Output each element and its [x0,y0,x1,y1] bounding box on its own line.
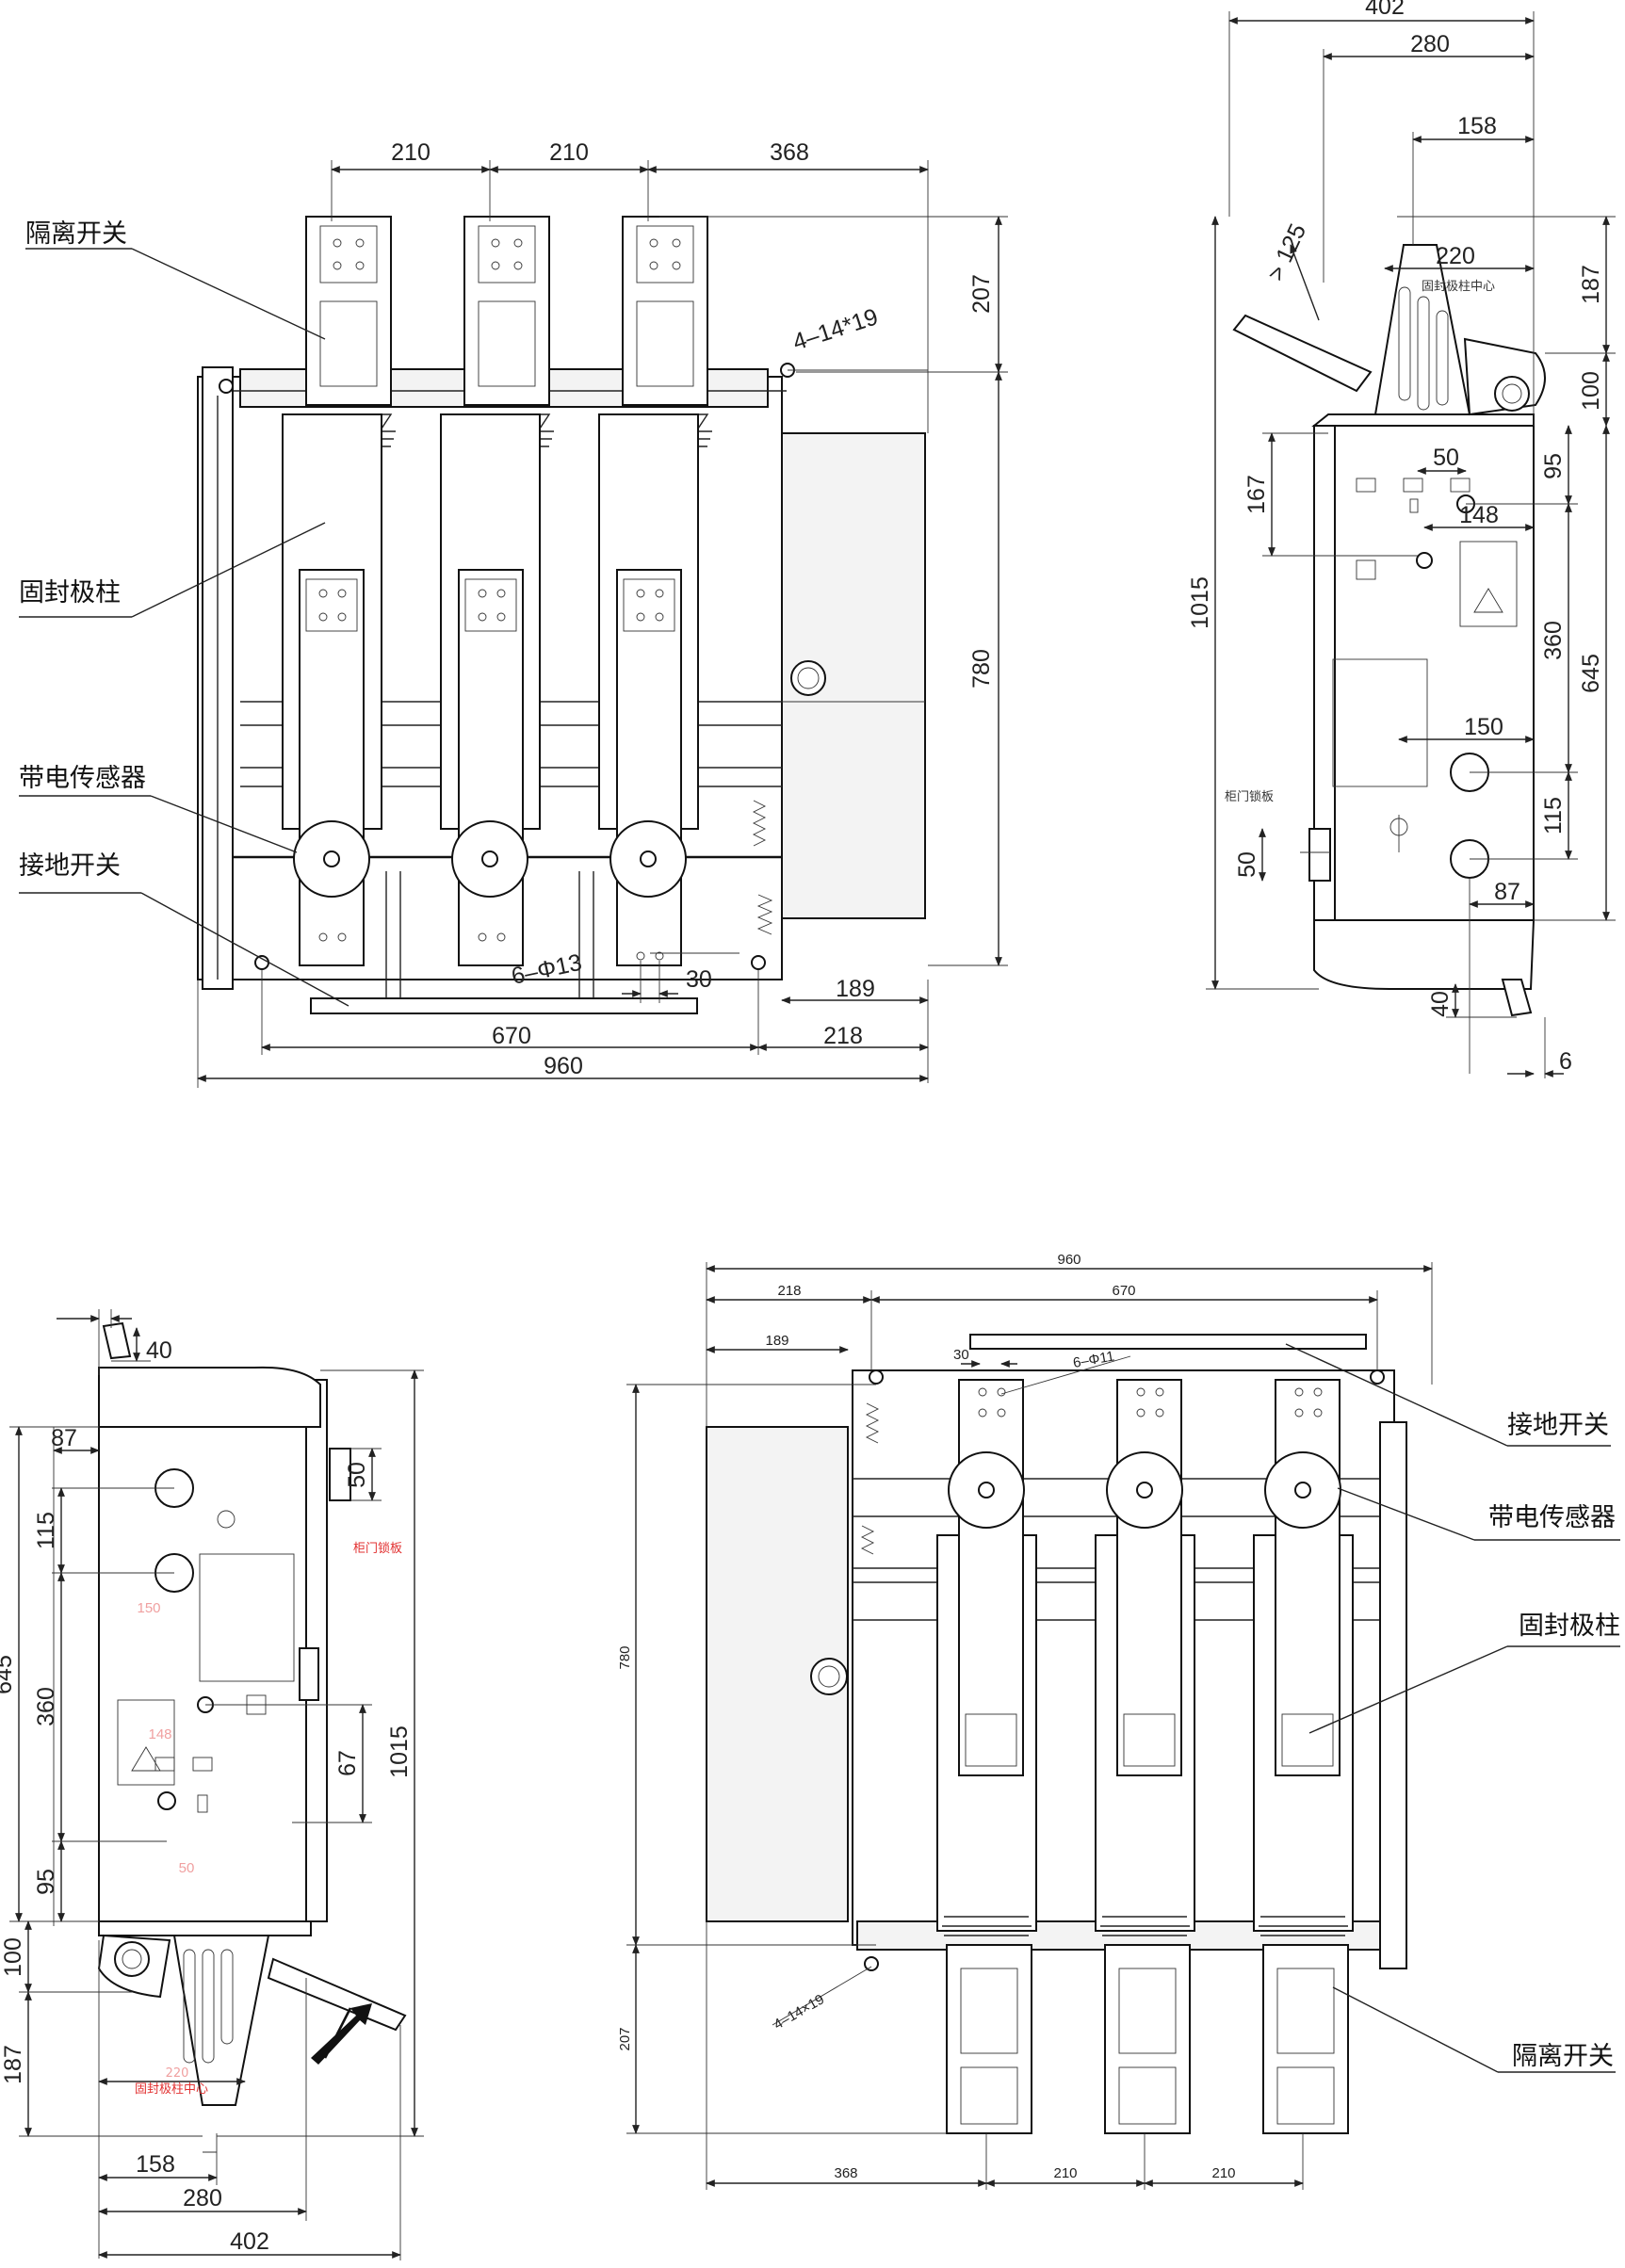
faint-50: 50 [179,1860,195,1876]
label-live-sensor-rear: 带电传感器 [1488,1503,1616,1532]
side-lever [1232,314,1373,393]
dim-side-220: 220 [1436,243,1475,269]
label-earthing-switch-rear: 接地开关 [1507,1411,1609,1440]
mirrored-dims: 40 87 50 柜门锁板 115 645 360 95 1015 [0,1309,424,2260]
front-callouts: 隔离开关 固封极柱 带电传感器 接地开关 [19,219,349,1007]
mirrored-panel-details [117,1448,351,1813]
side-door-lock-note: 柜门锁板 [1225,789,1274,804]
mirrored-pole-center-note: 固封极柱中心 [135,2082,208,2097]
front-pole-1 [282,216,396,966]
dim-rear-189: 189 [765,1333,788,1349]
dim-mirrored-187: 187 [0,2045,26,2084]
dim-side-40: 40 [1427,991,1454,1017]
dim-side-187: 187 [1578,265,1604,304]
dim-side-115: 115 [1540,797,1567,834]
dim-side-167: 167 [1243,475,1270,514]
rear-callouts: 接地开关 带电传感器 固封极柱 隔离开关 [1285,1343,1620,2073]
dim-front-218: 218 [823,1023,863,1049]
dim-side-95: 95 [1540,453,1567,479]
dim-side-50b: 50 [1234,851,1260,878]
dim-front-207: 207 [968,274,995,314]
dim-mirrored-67: 67 [334,1750,361,1776]
dim-side-1015: 1015 [1187,576,1213,629]
dim-mirrored-50: 50 [344,1462,370,1488]
motion-arrow-icon [311,2003,372,2065]
label-earthing-switch-front: 接地开关 [19,851,121,881]
dim-side-6: 6 [1559,1048,1572,1075]
dim-front-960: 960 [544,1053,583,1079]
dim-side-360: 360 [1540,621,1567,660]
dim-front-368: 368 [770,139,809,166]
dim-side-50a: 50 [1433,445,1459,471]
dim-side-150: 150 [1464,714,1503,740]
mirrored-lever [267,1957,407,2032]
dim-front-30: 30 [686,966,712,993]
dim-rear-960: 960 [1057,1252,1081,1268]
dim-rear-780: 780 [617,1645,633,1669]
rear-pole-3 [1253,1379,1354,2134]
dim-side-280: 280 [1410,31,1450,57]
front-earthing-bar [310,997,698,1014]
dim-side-125: > 125 [1262,219,1311,284]
side-view: 402 280 158 220 固封极柱中心 > 125 187 100 101… [1187,0,1616,1078]
dim-side-402: 402 [1365,0,1405,20]
dim-rear-218: 218 [777,1283,801,1299]
dim-side-645: 645 [1578,654,1604,693]
dim-side-100: 100 [1578,371,1604,411]
dim-mirrored-280: 280 [183,2185,222,2211]
front-view: 210 210 368 207 780 4–14*19 6–Φ13 30 189 [19,139,1008,1088]
dim-mirrored-100: 100 [0,1937,26,1977]
dim-rear-30: 30 [953,1347,969,1363]
mirrored-control-panel [98,1426,312,1922]
label-embedded-pole-front: 固封极柱 [19,578,121,608]
dim-rear-670: 670 [1112,1283,1135,1299]
dim-front-780: 780 [968,649,995,688]
rear-earthing-bar [969,1334,1367,1350]
dim-front-210a: 210 [391,139,431,166]
dim-mirrored-645: 645 [0,1655,17,1694]
dim-side-148: 148 [1459,502,1499,528]
dim-rear-210a: 210 [1053,2165,1077,2181]
dim-mirrored-40: 40 [146,1337,172,1364]
dim-front-210b: 210 [549,139,589,166]
faint-148: 148 [148,1726,171,1742]
dim-mirrored-87: 87 [51,1425,77,1451]
label-live-sensor-front: 带电传感器 [19,764,146,793]
dim-front-189: 189 [836,976,875,1002]
faint-220: 220 [166,2066,189,2081]
side-pole-center-note: 固封极柱中心 [1422,280,1495,294]
dim-mirrored-360: 360 [33,1687,59,1726]
dim-side-158: 158 [1457,113,1497,139]
side-dims: 402 280 158 220 固封极柱中心 > 125 187 100 101… [1187,0,1616,1078]
rear-linkage [1379,1421,1407,1969]
front-pole-2 [440,216,554,966]
dim-rear-368: 368 [834,2165,857,2181]
rear-pole-2 [1095,1379,1195,2134]
label-embedded-pole-rear: 固封极柱 [1519,1612,1620,1641]
dim-mirrored-158: 158 [136,2151,175,2178]
rear-hole-note: 4–14×19 [772,1991,827,2033]
front-hole-note: 4–14*19 [789,303,881,355]
mirrored-door-lock-note: 柜门锁板 [353,1541,402,1556]
rear-bolt-note: 6–Φ11 [1072,1349,1116,1371]
side-view-mirrored: 40 87 50 柜门锁板 115 645 360 95 1015 [0,1309,424,2260]
faint-150: 150 [137,1600,160,1616]
front-pole-3 [598,216,712,966]
dim-rear-210b: 210 [1211,2165,1235,2181]
dim-rear-207: 207 [617,2027,633,2050]
dim-mirrored-95: 95 [33,1869,59,1895]
dim-mirrored-115: 115 [33,1512,59,1549]
dim-mirrored-402: 402 [230,2228,269,2255]
dim-front-670: 670 [492,1023,531,1049]
label-isolating-switch-rear: 隔离开关 [1512,2042,1614,2071]
rear-pole-1 [936,1379,1037,2134]
rear-view: 960 218 670 189 30 6–Φ11 780 207 4–14×19 [617,1252,1620,2190]
label-isolating-switch-front: 隔离开关 [25,219,127,249]
dim-mirrored-1015: 1015 [386,1725,413,1778]
dim-side-87: 87 [1494,879,1520,905]
side-control-panel [1327,425,1535,921]
